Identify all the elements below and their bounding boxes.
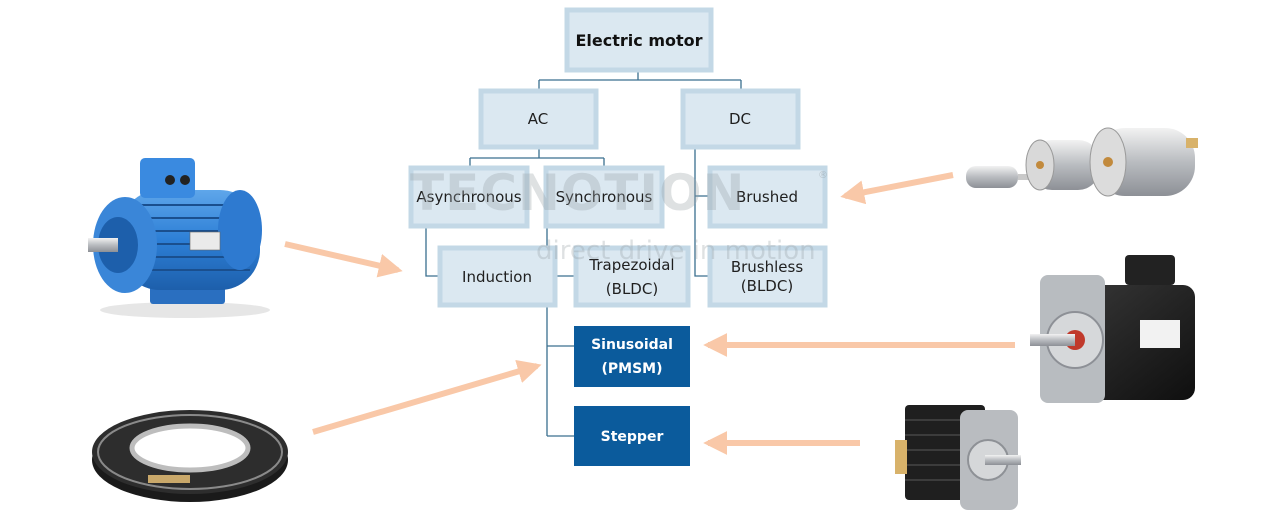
asynchronous-node-label: Asynchronous — [416, 188, 521, 206]
blue-induction-motor-icon — [88, 158, 270, 318]
servo-motor-icon — [1030, 255, 1195, 403]
synchronous-node: Synchronous — [543, 165, 665, 229]
sinusoidal-node-label-line1: Sinusoidal — [591, 337, 673, 353]
trapezoidal-node-label-line1: Trapezoidal — [588, 256, 674, 274]
torque-ring-motor-icon — [92, 410, 288, 502]
dc-node: DC — [680, 88, 801, 150]
root-node-label: Electric motor — [575, 31, 702, 50]
induction-node-label: Induction — [462, 268, 532, 286]
connector-lines — [425, 70, 742, 437]
arrow-to-synchronous-branch — [312, 359, 542, 435]
sinusoidal-node-label-line2: (PMSM) — [601, 361, 662, 377]
stepper-motor-icon — [895, 405, 1021, 510]
trapezoidal-node-label-line2: (BLDC) — [606, 280, 658, 298]
sinusoidal-node: Sinusoidal (PMSM) — [574, 326, 690, 387]
dc-node-label: DC — [729, 110, 751, 128]
watermark-brand: TECNOTION — [410, 164, 745, 222]
brushed-node-label: Brushed — [736, 188, 798, 206]
stepper-node-label: Stepper — [601, 429, 664, 445]
synchronous-node-label: Synchronous — [556, 188, 653, 206]
ac-node-label: AC — [528, 110, 548, 128]
arrow-to-brushed — [840, 172, 954, 205]
stepper-node: Stepper — [574, 406, 690, 466]
watermark: TECNOTION ® direct drive in motion — [410, 164, 828, 266]
asynchronous-node: Asynchronous — [408, 165, 530, 229]
ac-node: AC — [478, 88, 599, 150]
root-node: Electric motor — [564, 7, 714, 73]
arrow-to-induction — [284, 241, 403, 278]
brushed-dc-motors-icon — [966, 127, 1198, 197]
brushless-node: Brushless (BLDC) — [707, 245, 828, 308]
arrows — [284, 172, 1015, 455]
brushless-node-label-line1: Brushless — [731, 258, 803, 276]
watermark-registered: ® — [818, 170, 828, 181]
brushed-node: Brushed — [707, 165, 828, 229]
watermark-tagline: direct drive in motion — [536, 236, 816, 266]
induction-node: Induction — [437, 245, 558, 308]
trapezoidal-node: Trapezoidal (BLDC) — [573, 245, 691, 308]
brushless-node-label-line2: (BLDC) — [741, 277, 793, 295]
